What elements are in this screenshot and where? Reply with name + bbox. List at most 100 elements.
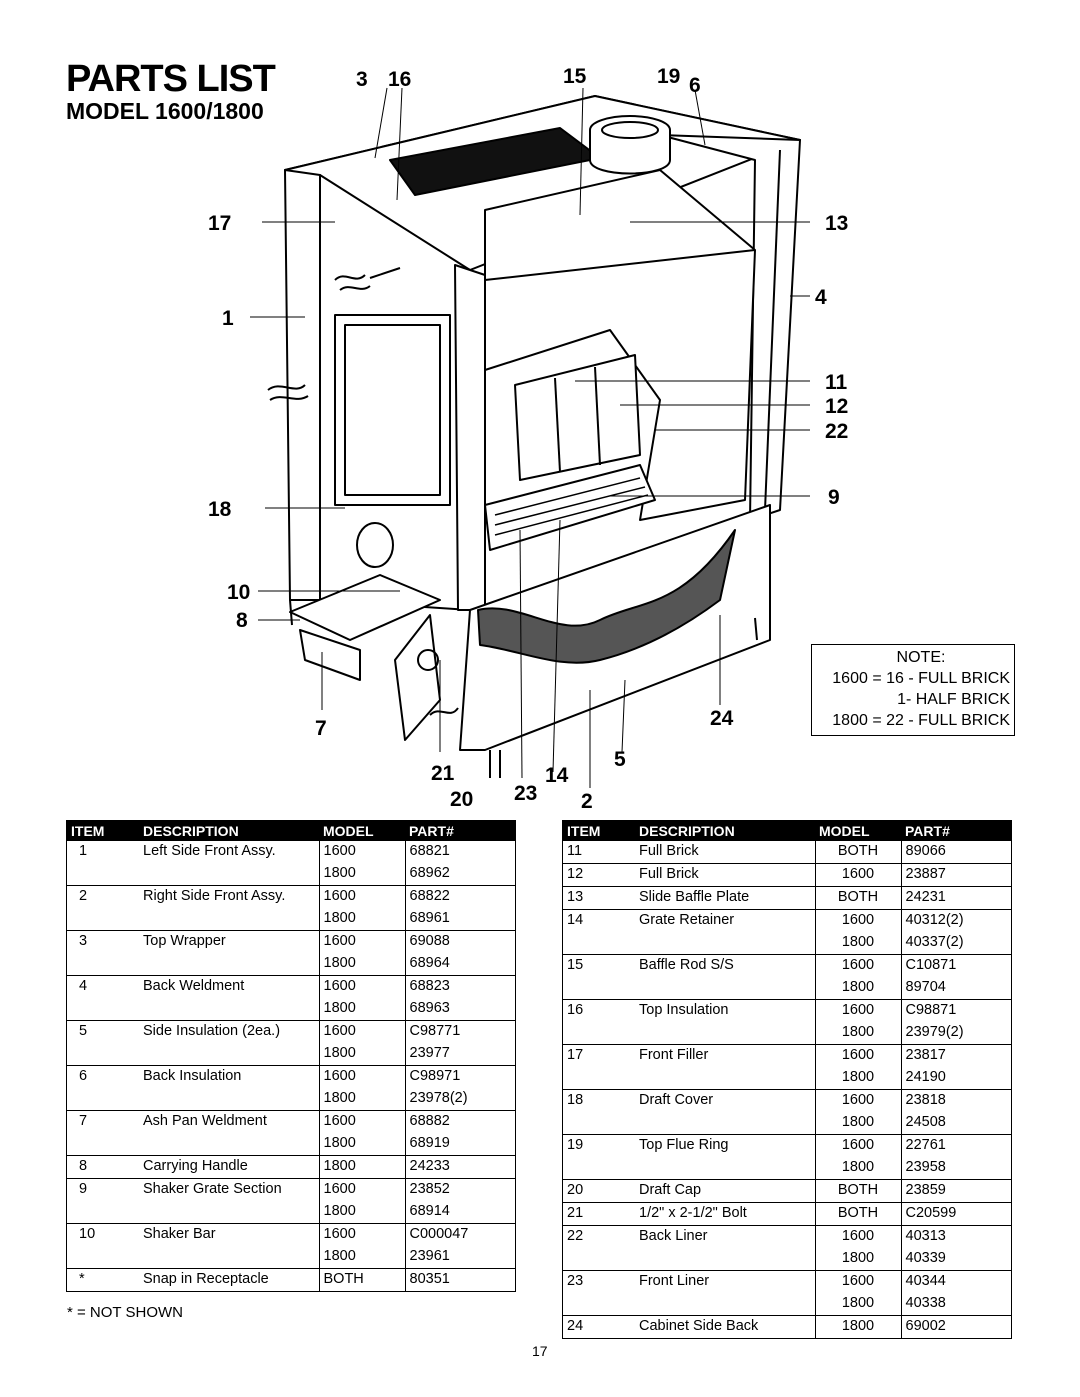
description-cell: Front Liner bbox=[635, 1270, 815, 1293]
part-number-cell: 68822 bbox=[404, 885, 516, 908]
item-cell bbox=[563, 1022, 636, 1045]
callout-label: 15 bbox=[563, 65, 587, 88]
model-cell: BOTH bbox=[814, 886, 901, 910]
part-number-cell: C98771 bbox=[404, 1020, 516, 1043]
parts-table-left: ITEM DESCRIPTION MODEL PART# 1 Left Side … bbox=[66, 820, 516, 1292]
ash-pan-shape bbox=[289, 574, 441, 641]
description-cell: Draft Cap bbox=[635, 1179, 815, 1203]
description-cell: Full Brick bbox=[639, 843, 699, 859]
callout-label: 22 bbox=[825, 420, 848, 443]
callout-label: 11 bbox=[825, 371, 848, 394]
model-cell: 1600 bbox=[814, 954, 901, 977]
part-number-cell: 24231 bbox=[900, 886, 1012, 910]
item-cell: 6 bbox=[66, 1065, 139, 1088]
insulation-shape bbox=[477, 529, 736, 664]
header-model: MODEL bbox=[815, 820, 901, 841]
model-cell: 1600 bbox=[814, 863, 901, 887]
model-cell: 1600 bbox=[318, 1065, 405, 1088]
item-cell: 8 bbox=[66, 1155, 139, 1179]
item-cell: 16 bbox=[562, 999, 635, 1022]
draft-cover-shape bbox=[356, 522, 394, 568]
part-number-cell: 40338 bbox=[900, 1293, 1012, 1316]
header-description: DESCRIPTION bbox=[635, 820, 815, 841]
description-cell bbox=[635, 1293, 815, 1316]
loading-door-shape bbox=[334, 314, 451, 506]
description-cell: Top Flue Ring bbox=[635, 1134, 815, 1157]
item-cell bbox=[563, 932, 636, 955]
grate-shape bbox=[484, 464, 656, 551]
page-title: PARTS LIST bbox=[66, 58, 276, 100]
item-cell bbox=[67, 1088, 140, 1111]
description-cell bbox=[139, 1088, 319, 1111]
model-cell: 1800 bbox=[318, 863, 405, 886]
part-number-cell: 23978(2) bbox=[404, 1088, 516, 1111]
item-cell: 7 bbox=[66, 1110, 139, 1133]
part-number-cell: C20599 bbox=[900, 1202, 1012, 1226]
part-number-cell: 80351 bbox=[404, 1268, 516, 1292]
header-model: MODEL bbox=[319, 820, 405, 841]
callout-label: 2 bbox=[581, 790, 593, 813]
item-cell: 3 bbox=[66, 930, 139, 953]
item-cell: 20 bbox=[562, 1179, 635, 1203]
part-number-cell: 23887 bbox=[900, 863, 1012, 887]
item-cell: 2 bbox=[66, 885, 139, 908]
header-item: ITEM bbox=[562, 820, 635, 841]
description-cell: Left Side Front Assy. bbox=[143, 843, 276, 859]
item-cell: 24 bbox=[562, 1315, 635, 1339]
header-description: DESCRIPTION bbox=[139, 820, 319, 841]
part-number-cell: 23852 bbox=[404, 1178, 516, 1201]
callout-label: 21 bbox=[431, 762, 455, 785]
part-number-cell: 22761 bbox=[900, 1134, 1012, 1157]
description-cell bbox=[139, 863, 319, 886]
model-cell: 1800 bbox=[318, 1155, 405, 1179]
model-cell: 1600 bbox=[318, 1020, 405, 1043]
model-cell: 1800 bbox=[318, 998, 405, 1021]
part-number-cell: 68823 bbox=[404, 975, 516, 998]
callout-label: 12 bbox=[825, 395, 848, 418]
item-cell bbox=[67, 863, 140, 886]
item-cell bbox=[67, 1246, 140, 1269]
part-number-cell: C10871 bbox=[900, 954, 1012, 977]
header-part: PART# bbox=[405, 820, 516, 841]
model-cell: 1800 bbox=[318, 1246, 405, 1269]
description-cell bbox=[635, 932, 815, 955]
part-number-cell: 68821 bbox=[404, 841, 516, 863]
description-cell bbox=[635, 1112, 815, 1135]
part-number-cell: 89066 bbox=[900, 841, 1012, 864]
part-number-cell: 23958 bbox=[900, 1157, 1012, 1180]
callout-label: 6 bbox=[689, 74, 701, 97]
model-cell: 1600 bbox=[814, 909, 901, 932]
description-cell: Cabinet Side Back bbox=[635, 1315, 815, 1339]
part-number-cell: 68882 bbox=[404, 1110, 516, 1133]
model-cell: 1600 bbox=[318, 885, 405, 908]
description-cell: Snap in Receptacle bbox=[139, 1268, 319, 1292]
part-number-cell: 40339 bbox=[900, 1248, 1012, 1271]
description-cell: Shaker Grate Section bbox=[139, 1178, 319, 1201]
note-line: 1- HALF BRICK bbox=[897, 691, 1010, 708]
model-cell: 1800 bbox=[814, 1248, 901, 1271]
callout-label: 9 bbox=[828, 486, 840, 509]
description-cell bbox=[139, 998, 319, 1021]
item-cell: 21 bbox=[562, 1202, 635, 1226]
model-cell: 1600 bbox=[318, 930, 405, 953]
item-cell: 1 bbox=[79, 843, 88, 859]
ash-door-shape bbox=[394, 614, 441, 741]
model-cell: 1600 bbox=[318, 1223, 405, 1246]
item-cell: 5 bbox=[66, 1020, 139, 1043]
header-item: ITEM bbox=[66, 820, 139, 841]
description-cell bbox=[139, 1043, 319, 1066]
left-side-front-shape bbox=[284, 169, 321, 601]
callout-label: 7 bbox=[315, 717, 327, 740]
part-number-cell: 23979(2) bbox=[900, 1022, 1012, 1045]
